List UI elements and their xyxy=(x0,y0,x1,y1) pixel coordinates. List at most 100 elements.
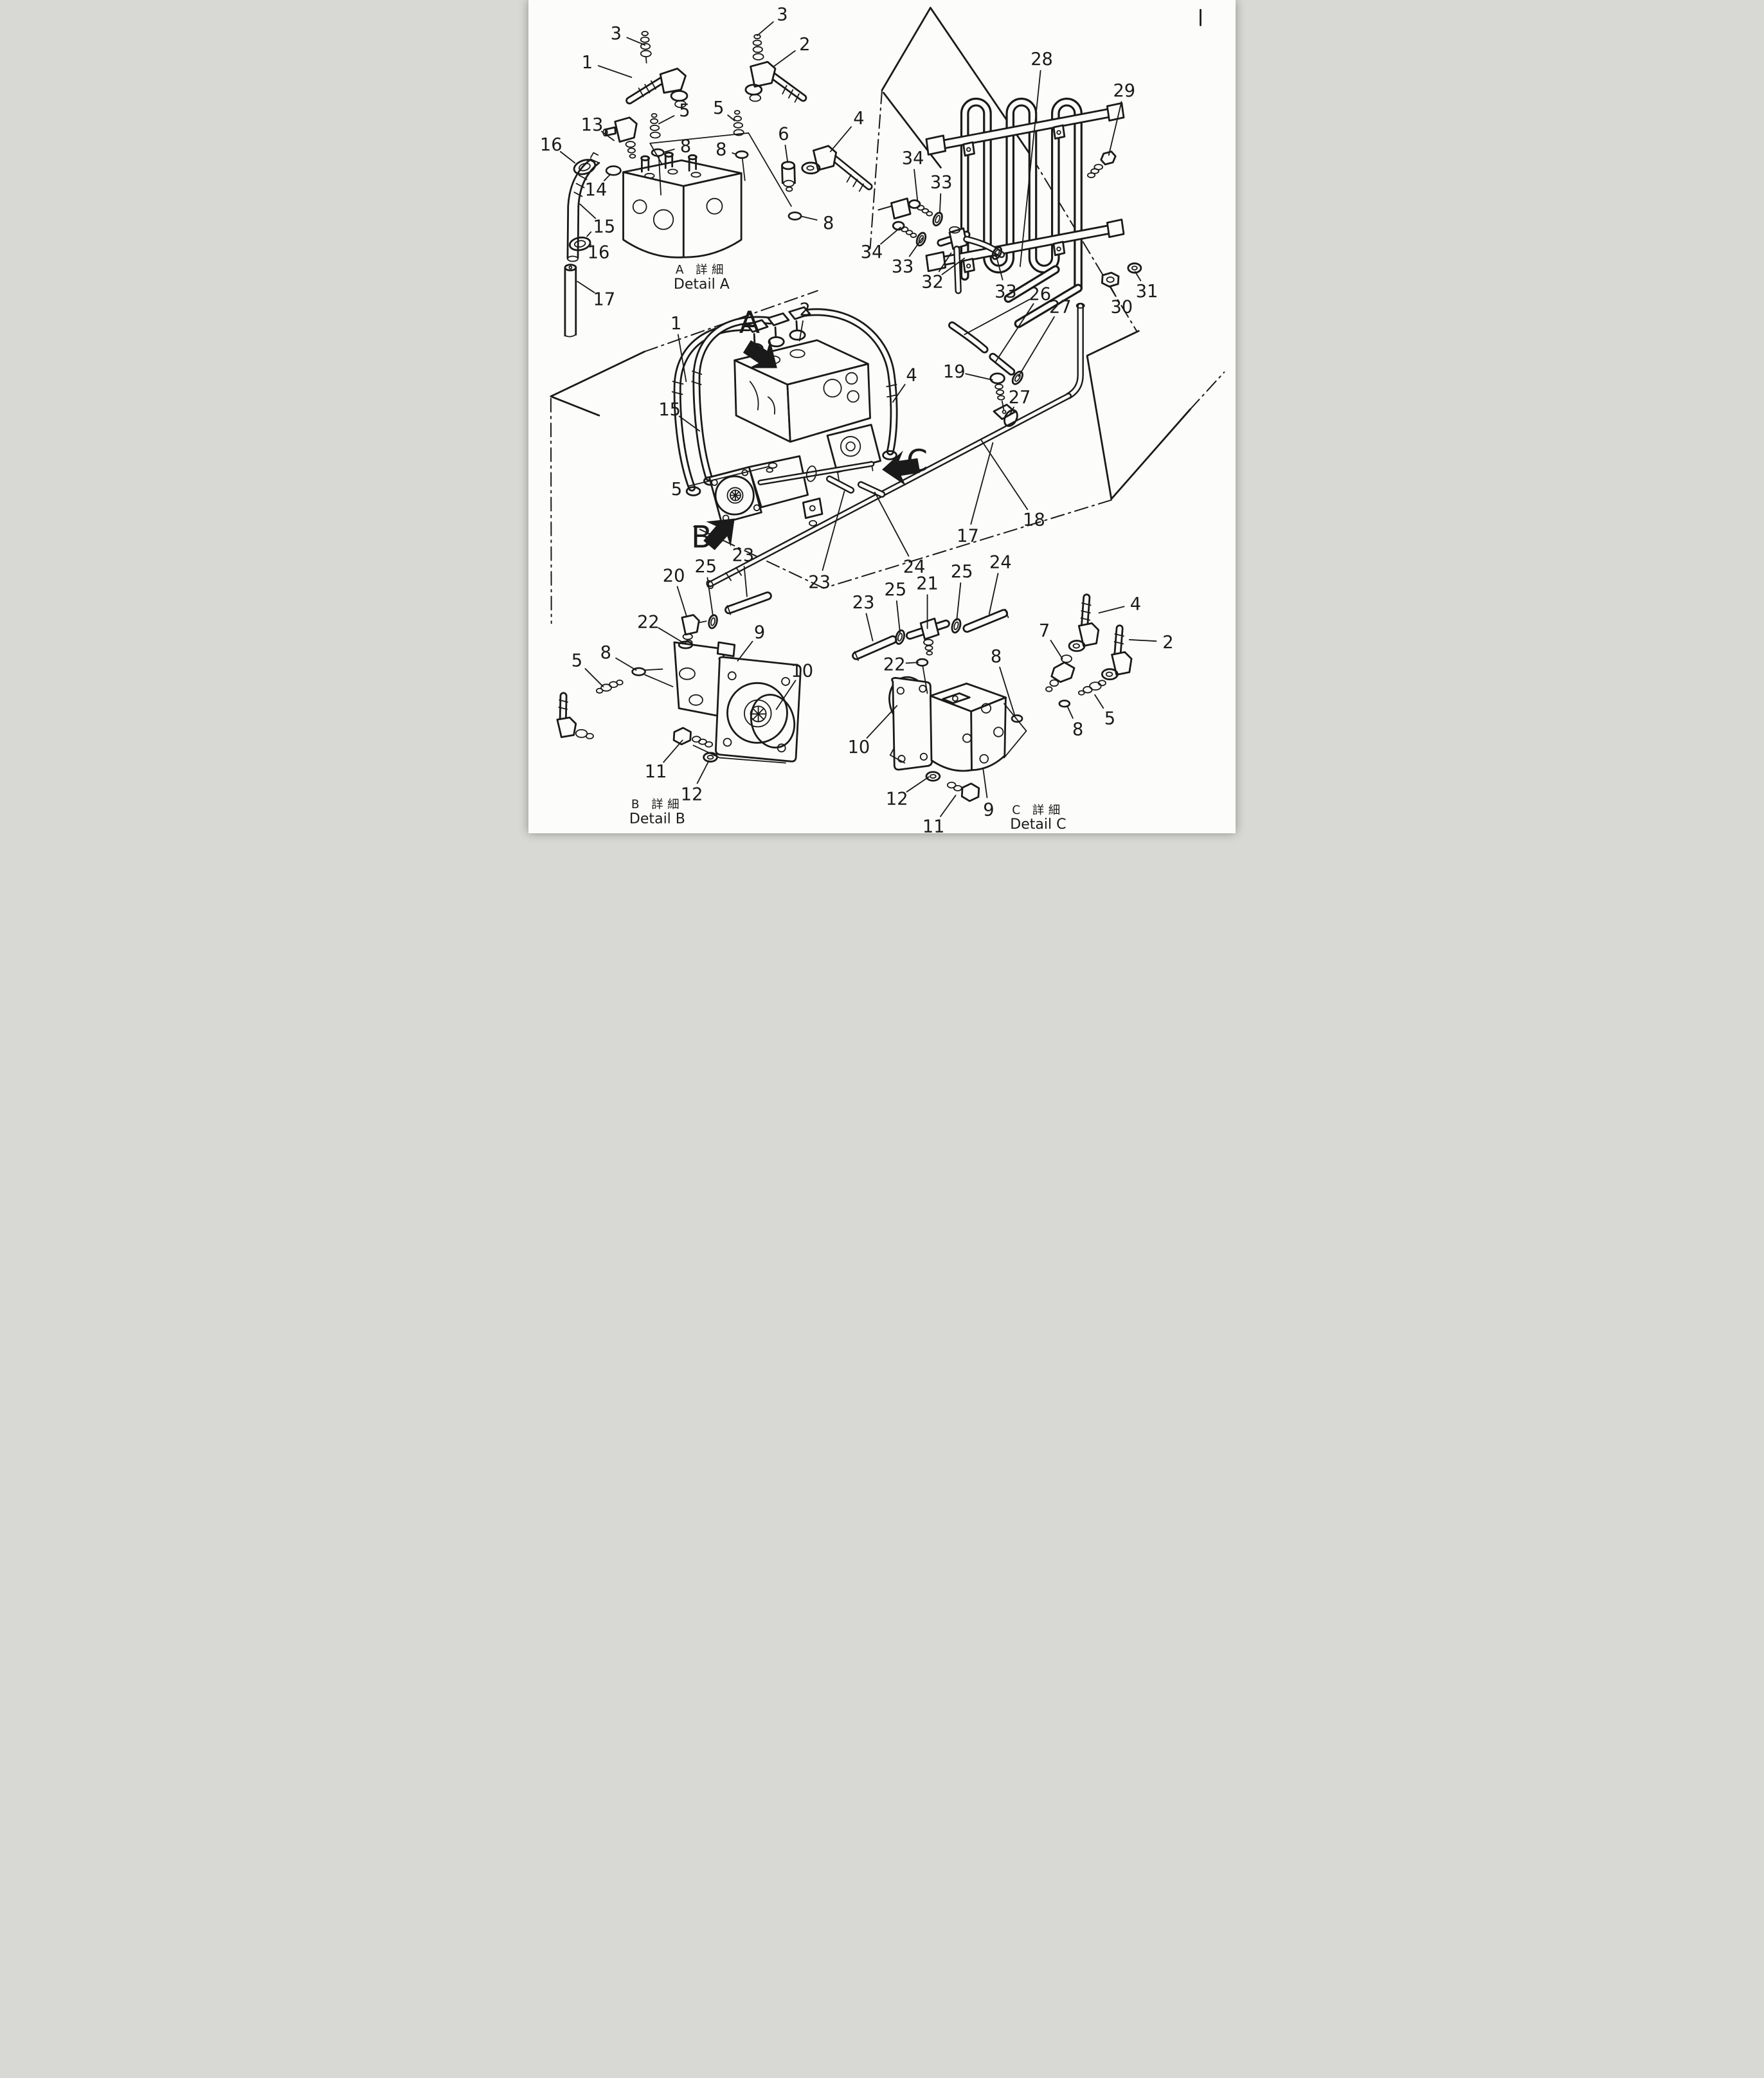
washer-12-b xyxy=(703,752,718,763)
c-plate-hole xyxy=(919,752,928,761)
part-callout-17: 17 xyxy=(957,527,979,547)
bracket-hole xyxy=(1002,410,1007,414)
tank-right-face xyxy=(682,172,742,258)
rail-end-block xyxy=(925,134,947,156)
leader-line-33 xyxy=(908,237,923,257)
hose-15-end xyxy=(567,255,579,262)
bolt-19-thread xyxy=(996,389,1005,395)
nipple-ring xyxy=(627,147,636,154)
coil-tail-1-core xyxy=(1016,285,1081,327)
leader-line-5 xyxy=(658,115,675,125)
rail-tab-hole xyxy=(966,263,971,269)
view-marker-A: A xyxy=(739,305,760,341)
detail-c-caption-en: Detail C xyxy=(1010,817,1066,833)
rail-tab xyxy=(962,258,975,273)
tee-fitting-32 xyxy=(937,226,971,294)
clamp-33-right xyxy=(991,246,1003,260)
leader-line-23 xyxy=(865,613,874,642)
leader-line-12 xyxy=(696,760,710,784)
part-callout-25: 25 xyxy=(694,557,717,577)
leader-line-18 xyxy=(980,438,1029,510)
part-callout-18: 18 xyxy=(1023,510,1045,530)
detail-b-caption-en: Detail B xyxy=(629,811,685,827)
nipple-tip xyxy=(1077,690,1085,696)
leader-line-34 xyxy=(914,168,919,202)
fitting-nipple-5-b xyxy=(595,680,624,694)
leader-line-5 xyxy=(584,668,604,687)
plug-6-sides xyxy=(781,164,796,185)
detail-b-group xyxy=(556,592,802,764)
suction-flange xyxy=(806,465,817,482)
tank-port-3 xyxy=(690,172,701,178)
pump-hose-hatch xyxy=(671,370,898,398)
part-callout-16: 16 xyxy=(540,135,562,155)
b-flange-hole xyxy=(727,671,737,681)
part-callout-9: 9 xyxy=(754,623,765,643)
part-callout-14: 14 xyxy=(585,180,608,200)
b-pump-port xyxy=(688,694,703,706)
part-callout-5: 5 xyxy=(572,651,582,671)
rail-end-block xyxy=(1106,219,1125,239)
rail-tab-hole xyxy=(966,147,971,152)
hose-1-end-nut xyxy=(685,486,701,496)
tank-neck-cap-1 xyxy=(640,155,651,161)
part-callout-20: 20 xyxy=(663,566,685,586)
detail-a-caption-en: Detail A xyxy=(674,276,730,293)
valve-port xyxy=(845,372,858,385)
nipple-ring xyxy=(752,53,764,60)
clamp-band-inner xyxy=(573,240,586,248)
hex-plug xyxy=(979,754,989,764)
tank-port-1 xyxy=(644,172,655,179)
valve-port xyxy=(823,379,842,398)
clamp-bolt xyxy=(809,520,818,527)
riser-pipe-mouth xyxy=(1076,302,1085,309)
view-arrow-C xyxy=(882,450,921,486)
o-ring-8-b xyxy=(631,667,646,676)
leader-line-9 xyxy=(737,640,753,662)
elbow-20-nut xyxy=(682,633,693,640)
clamp-25-c-left xyxy=(895,629,905,645)
leader-line-23 xyxy=(822,491,845,571)
elbow-1-nut-lower xyxy=(674,100,687,109)
rail-end-block xyxy=(925,251,947,273)
bolt-29-head xyxy=(1100,150,1117,166)
nipple-ring xyxy=(616,680,624,686)
part-callout-31: 31 xyxy=(1136,282,1158,302)
heater-coil-group xyxy=(874,97,1142,329)
o-ring-10-b xyxy=(750,694,796,749)
leader-line-16 xyxy=(559,150,576,164)
b-flange-hole xyxy=(781,676,790,686)
part-callout-4: 4 xyxy=(1130,594,1141,614)
washer-outer xyxy=(703,752,718,763)
hose-elbow-1 xyxy=(626,68,688,109)
nipple-ring xyxy=(766,467,773,473)
part-callout-22: 22 xyxy=(637,613,660,633)
hose-hatch xyxy=(558,699,568,710)
leader-line-11 xyxy=(663,739,683,763)
part-callout-9: 9 xyxy=(983,800,994,820)
tube-17-bottom xyxy=(564,334,577,338)
fitting-nipple-5-c xyxy=(1077,680,1106,696)
part-callout-22: 22 xyxy=(883,655,906,674)
part-callout-8: 8 xyxy=(1072,719,1083,739)
part-callout-5: 5 xyxy=(679,101,690,121)
leader-line-17 xyxy=(970,442,994,525)
bolt-29-thread xyxy=(1090,168,1100,174)
clamp-band xyxy=(991,246,1003,260)
clamp-band xyxy=(895,629,905,645)
part-callout-17: 17 xyxy=(593,290,616,310)
b-flange-hole xyxy=(723,737,732,747)
fitting-nipple-3-left xyxy=(640,31,652,64)
coil-rail-upper xyxy=(925,102,1125,157)
part-callout-34: 34 xyxy=(861,242,883,262)
elbow-2-body xyxy=(750,60,777,88)
nipple-ring xyxy=(641,31,649,37)
coil-tail-2-core xyxy=(1005,267,1058,301)
part-callout-1: 1 xyxy=(582,53,593,73)
tube-17-bore xyxy=(568,266,573,270)
clamp-band xyxy=(915,231,927,247)
leader-line-8 xyxy=(732,152,737,155)
hose-15-inner xyxy=(577,161,600,259)
body-outline xyxy=(550,6,1225,624)
